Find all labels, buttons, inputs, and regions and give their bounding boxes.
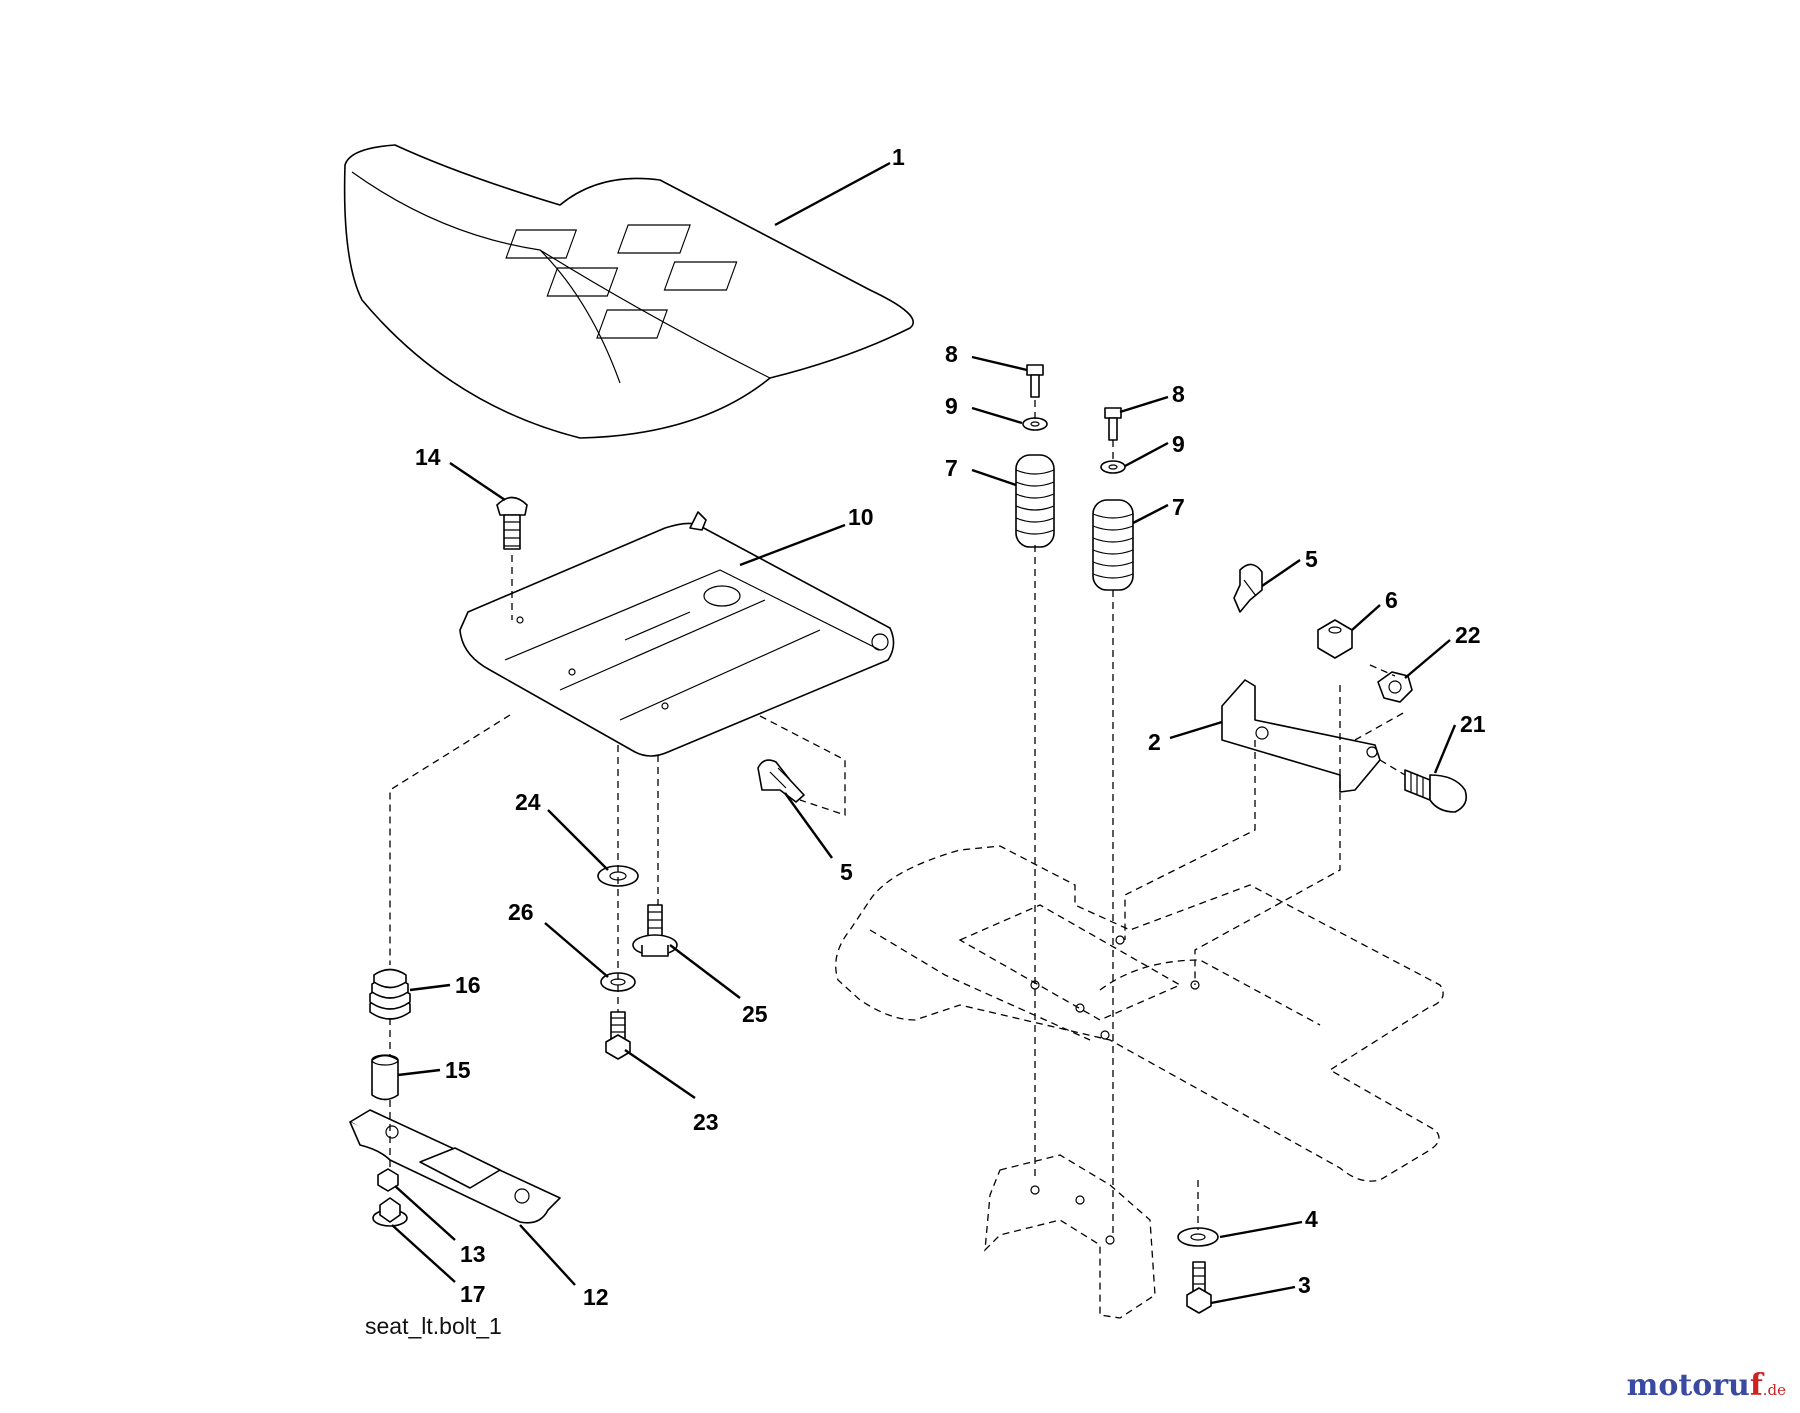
callout-25: 25 [742,1001,768,1027]
spring-7-right [1092,499,1134,591]
watermark-logo: motoruf.de [1627,1368,1786,1403]
frame-outline [835,845,1444,1319]
callouts: 1 14 10 8 9 7 8 9 7 5 6 22 2 21 5 24 26 … [415,144,1486,1310]
clip-5-right [1233,563,1263,613]
bolt-3 [1186,1261,1212,1314]
clip-5-left [757,759,805,803]
diagram-caption: seat_lt.bolt_1 [365,1313,502,1339]
callout-5: 5 [1305,546,1318,572]
washer-9-right [1100,460,1126,474]
callout-9: 9 [1172,431,1185,457]
watermark-tld: .de [1762,1381,1786,1399]
callout-13: 13 [460,1241,486,1267]
callout-10: 10 [848,504,874,530]
callout-2: 2 [1148,729,1161,755]
seat-pan [459,511,895,757]
nut-13 [377,1168,399,1192]
carriage-bolt-14 [496,496,528,550]
spacer-15 [371,1054,399,1101]
seat [343,144,914,439]
callout-1: 1 [892,144,905,170]
spring-16 [369,968,411,1020]
callout-26: 26 [508,899,534,925]
bolt-8-right [1104,407,1122,441]
shoulder-bolt-21 [1404,769,1468,813]
callout-8: 8 [945,341,958,367]
callout-14: 14 [415,444,441,470]
bracket-2 [1221,679,1381,793]
callout-12: 12 [583,1284,609,1310]
bolt-23 [605,1011,631,1060]
callout-8: 8 [1172,381,1185,407]
washer-4 [1177,1227,1219,1247]
callout-22: 22 [1455,622,1481,648]
callout-9: 9 [945,393,958,419]
spring-7-left [1015,454,1055,548]
callout-7: 7 [945,455,958,481]
callout-3: 3 [1298,1272,1311,1298]
callout-23: 23 [693,1109,719,1135]
callout-24: 24 [515,789,541,815]
callout-6: 6 [1385,587,1398,613]
callout-16: 16 [455,972,481,998]
bolt-8-left [1026,364,1044,398]
callout-4: 4 [1305,1206,1318,1232]
callout-17: 17 [460,1281,486,1307]
callout-21: 21 [1460,711,1486,737]
watermark-accent: f [1749,1368,1763,1403]
shoulder-bolt-25 [632,904,678,957]
flange-nut-17 [372,1197,408,1227]
washer-9-left [1022,417,1048,431]
leader-lines [391,161,1457,1305]
callout-5: 5 [840,859,853,885]
assembly-lines [389,400,1406,1235]
nut-22 [1377,671,1413,703]
callout-15: 15 [445,1057,471,1083]
callout-7: 7 [1172,494,1185,520]
watermark-main: motoru [1626,1368,1750,1403]
lock-nut-6 [1317,619,1353,659]
